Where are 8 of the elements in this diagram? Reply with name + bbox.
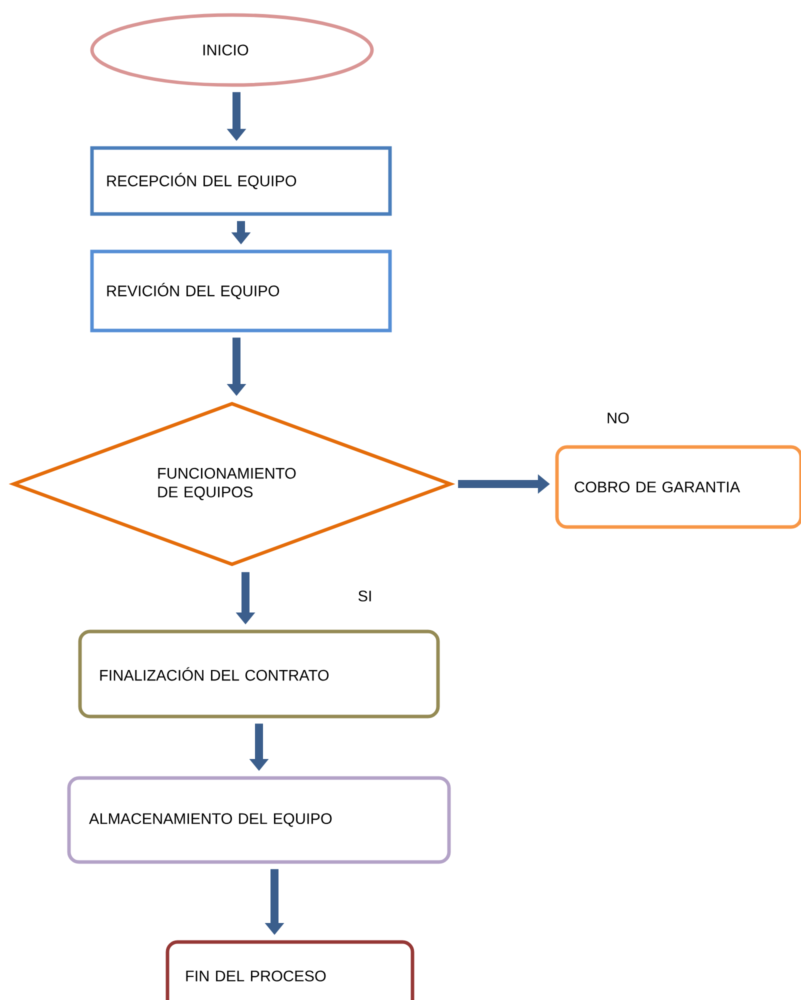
- process-box: FINALIZACIÓN DEL CONTRATO: [78, 630, 440, 718]
- process-box: RECEPCIÓN DEL EQUIPO: [90, 146, 392, 216]
- branch-label: NO: [608, 412, 629, 424]
- process-box: REVICIÓN DEL EQUIPO: [90, 250, 392, 332]
- end-box: FIN DEL PROCESO: [166, 940, 414, 1000]
- process-box: COBRO DE GARANTIA: [555, 445, 801, 529]
- branch-label: SI: [358, 590, 371, 602]
- process-box: ALMACENAMIENTO DEL EQUIPO: [67, 776, 451, 864]
